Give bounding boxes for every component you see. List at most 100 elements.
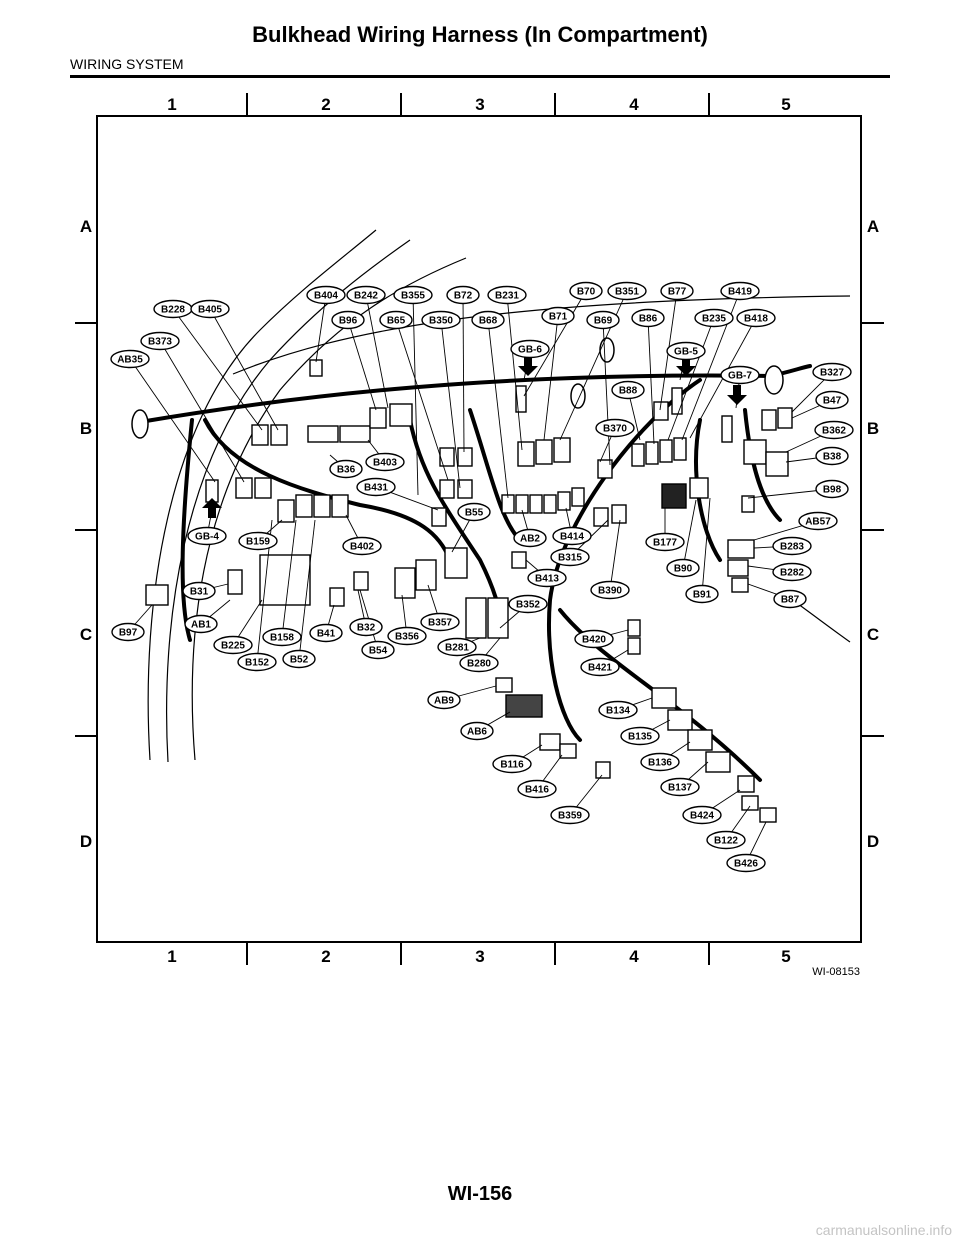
connector-shape xyxy=(651,687,677,709)
connector-label: B38 xyxy=(823,452,842,463)
connector-callout-bubble xyxy=(772,562,812,582)
grid-col-bottom-3: 3 xyxy=(475,947,484,966)
connector-label: GB-5 xyxy=(674,347,698,358)
ground-grommet-upper xyxy=(599,337,615,363)
connector-callout: B55 xyxy=(457,502,491,522)
connector-callout-bubble xyxy=(694,308,734,328)
connector-shape xyxy=(759,807,777,823)
grid-col-top-1: 1 xyxy=(167,95,176,114)
grid-col-bottom-4: 4 xyxy=(629,947,639,966)
connector-label: B135 xyxy=(628,732,652,743)
connector-callout: B282 xyxy=(772,562,812,582)
connector-callout-bubble xyxy=(140,331,180,351)
connector-shape xyxy=(309,359,323,377)
connector-callout-bubble xyxy=(726,853,766,873)
connector-label: B327 xyxy=(820,368,844,379)
connector-callout-bubble xyxy=(513,528,547,548)
connector-shape xyxy=(737,775,755,793)
connector-callout-bubble xyxy=(306,285,346,305)
connector-callout: B421 xyxy=(580,657,620,677)
connector-callout-bubble xyxy=(329,459,363,479)
connector-shape xyxy=(557,491,571,511)
connector-callout: B281 xyxy=(437,637,477,657)
connector-label: B87 xyxy=(781,595,800,606)
connector-label: B32 xyxy=(357,623,376,634)
connector-label: B424 xyxy=(690,811,714,822)
connector-callout: B370 xyxy=(595,418,635,438)
connector-callout: B403 xyxy=(365,452,405,472)
connector-label: B351 xyxy=(615,287,639,298)
connector-callout-bubble xyxy=(309,623,343,643)
connector-label: B97 xyxy=(119,628,138,639)
connector-callout: AB57 xyxy=(798,511,838,531)
connector-callout-bubble xyxy=(550,547,590,567)
connector-callout: B418 xyxy=(736,308,776,328)
connector-callout-bubble xyxy=(595,418,635,438)
connector-label: B47 xyxy=(823,396,842,407)
connector-callout-bubble xyxy=(666,341,706,361)
connector-callout: GB-6 xyxy=(510,339,550,359)
connector-shape xyxy=(627,637,641,655)
connector-label: GB-7 xyxy=(728,371,752,382)
connector-label: B68 xyxy=(479,316,498,327)
connector-shape xyxy=(777,407,793,429)
connector-callout: B65 xyxy=(379,310,413,330)
connector-callout-bubble xyxy=(706,830,746,850)
connector-callout: B242 xyxy=(346,285,386,305)
leader-line xyxy=(159,340,245,483)
connector-label: B116 xyxy=(500,760,524,771)
connector-callout-bubble xyxy=(420,612,460,632)
connector-label: B421 xyxy=(588,663,612,674)
connector-shape xyxy=(631,443,645,467)
connector-shape xyxy=(659,439,673,463)
connector-callout-bubble xyxy=(569,281,603,301)
connector-callout-bubble xyxy=(773,589,807,609)
connector-label: B136 xyxy=(648,758,672,769)
connector-callout: B87 xyxy=(773,589,807,609)
connector-callout: B390 xyxy=(590,580,630,600)
connector-shape xyxy=(517,441,535,467)
ground-arrow-gb7 xyxy=(727,385,747,405)
connector-callout-bubble xyxy=(460,721,494,741)
leader-line xyxy=(602,319,611,466)
connector-shape xyxy=(727,539,755,559)
connector-callout-bubble xyxy=(815,390,849,410)
connector-callout-bubble xyxy=(815,446,849,466)
connector-label: GB-4 xyxy=(195,532,219,543)
connector-callout-bubble xyxy=(110,349,150,369)
leader-line xyxy=(395,319,449,481)
connector-label: AB57 xyxy=(805,517,831,528)
connector-label: B36 xyxy=(337,465,356,476)
connector-shape xyxy=(595,761,611,779)
connector-label: B373 xyxy=(148,337,172,348)
connector-shape xyxy=(731,577,749,593)
connector-label: B65 xyxy=(387,316,406,327)
connector-callout-bubble xyxy=(574,629,614,649)
connector-label: B413 xyxy=(535,574,559,585)
connector-shape xyxy=(553,437,571,463)
connector-shape xyxy=(515,494,529,514)
connector-callout: B357 xyxy=(420,612,460,632)
connector-shape xyxy=(559,743,577,759)
connector-shape xyxy=(415,559,437,591)
connector-callout: B86 xyxy=(631,308,665,328)
connector-label: B405 xyxy=(198,305,222,316)
connector-label: B282 xyxy=(780,568,804,579)
connector-callout-bubble xyxy=(427,690,461,710)
connector-callout-bubble xyxy=(517,779,557,799)
grid-col-top-5: 5 xyxy=(781,95,790,114)
connector-label: B98 xyxy=(823,485,842,496)
connector-callout: B38 xyxy=(815,446,849,466)
connector-label: B134 xyxy=(606,706,630,717)
connector-callout: B350 xyxy=(421,310,461,330)
connector-shape xyxy=(394,567,416,599)
connector-callout-bubble xyxy=(361,640,395,660)
connector-callout-bubble xyxy=(812,362,852,382)
connector-label: B403 xyxy=(373,458,397,469)
connector-label: B362 xyxy=(822,426,846,437)
connector-callout: B351 xyxy=(607,281,647,301)
connector-shape xyxy=(254,477,272,499)
connector-callout: B416 xyxy=(517,779,557,799)
connector-label: B122 xyxy=(714,836,738,847)
connector-shape xyxy=(673,437,687,461)
